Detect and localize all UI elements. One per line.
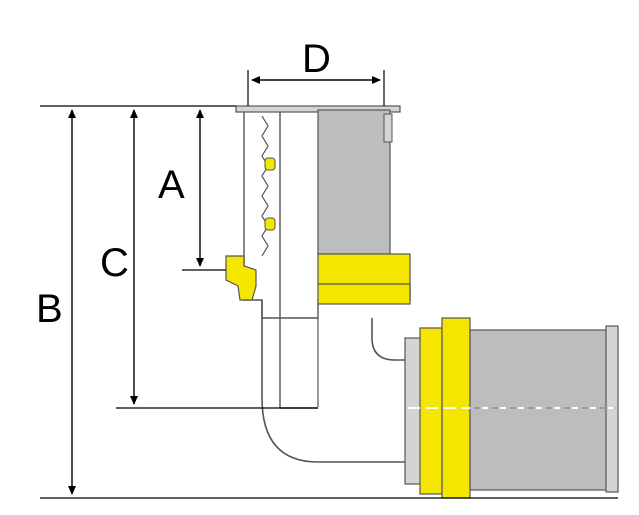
label-a: A [158, 163, 185, 207]
upper-press-ring [225, 253, 411, 305]
dimension-lines [40, 70, 618, 499]
label-b: B [36, 287, 63, 331]
label-c: C [100, 241, 129, 285]
label-d: D [302, 37, 331, 81]
